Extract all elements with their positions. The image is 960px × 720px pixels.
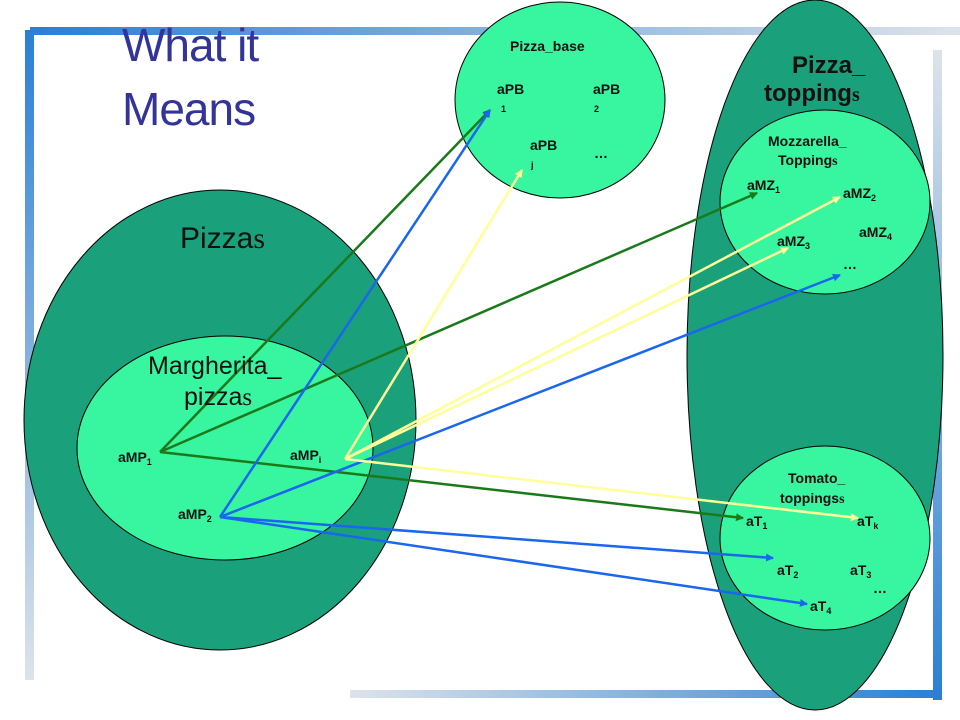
link-ampi-to-amz3: [344, 246, 789, 461]
instance-at3: aT3: [850, 562, 872, 580]
instance-apbj-sub: j: [531, 160, 534, 170]
pizzas-set-label: Pizzas: [180, 222, 266, 255]
pizza-base-set-label: Pizza_base: [510, 38, 585, 54]
set-mozzarella-toppings: [719, 109, 931, 295]
instance-amz-more: …: [843, 256, 857, 272]
link-amp1-to-amz1: [159, 191, 758, 454]
instance-apb-more: …: [594, 145, 608, 161]
link-amp2-to-at4: [219, 515, 808, 607]
link-amp2-to-apb1: [218, 109, 492, 518]
instance-apb2-sub: 2: [594, 104, 600, 114]
instance-at-more: …: [873, 580, 887, 596]
set-tomato-toppings: [719, 445, 931, 631]
tomato-set-label-line1: Tomato_: [788, 470, 846, 486]
instance-atk: aTk: [857, 513, 879, 531]
slide-title-line1: What it: [122, 19, 259, 71]
pizza-toppings-set-label-line1: Pizza_: [792, 52, 866, 79]
instance-apbj: aPB: [530, 137, 558, 153]
instance-apb2: aPB: [593, 81, 621, 97]
relation-links: [159, 109, 859, 607]
instance-amp2: aMP2: [178, 506, 212, 524]
instance-apb1-sub: 1: [501, 104, 507, 114]
link-ampi-to-atk: [344, 457, 859, 522]
instance-amz4: aMZ4: [859, 224, 893, 242]
instance-apb1: aPB: [497, 81, 525, 97]
slide-title-line2: Means: [122, 83, 256, 135]
pizza-toppings-set-label-line2: toppings: [764, 80, 860, 107]
instance-ampi: aMPi: [290, 447, 322, 465]
instance-amp1: aMP1: [118, 449, 152, 467]
instance-at2: aT2: [777, 562, 799, 580]
mozzarella-set-label-line1: Mozzarella_: [768, 133, 847, 149]
mozzarella-set-label-line2: Toppings: [778, 152, 838, 169]
margherita-set-label-line1: Margherita_: [148, 352, 282, 380]
frame-left-bar: [25, 30, 34, 680]
instance-amz3: aMZ3: [777, 233, 811, 251]
instance-at4: aT4: [810, 598, 832, 616]
link-ampi-to-apbj: [343, 169, 524, 460]
instance-amz2: aMZ2: [843, 185, 877, 203]
link-amp2-to-amz-more: [219, 273, 841, 519]
frame-bottom-bar: [350, 690, 942, 698]
link-amp2-to-at2: [219, 515, 774, 562]
instance-amz1: aMZ1: [747, 177, 781, 195]
link-amp1-to-apb1: [159, 109, 491, 453]
tomato-set-label-line2: toppingss: [780, 490, 845, 507]
set-pizza-base: [454, 1, 666, 199]
instance-at1: aT1: [746, 513, 768, 531]
link-ampi-to-amz2: [344, 195, 841, 461]
margherita-set-label-line2: pizzas: [184, 383, 253, 411]
